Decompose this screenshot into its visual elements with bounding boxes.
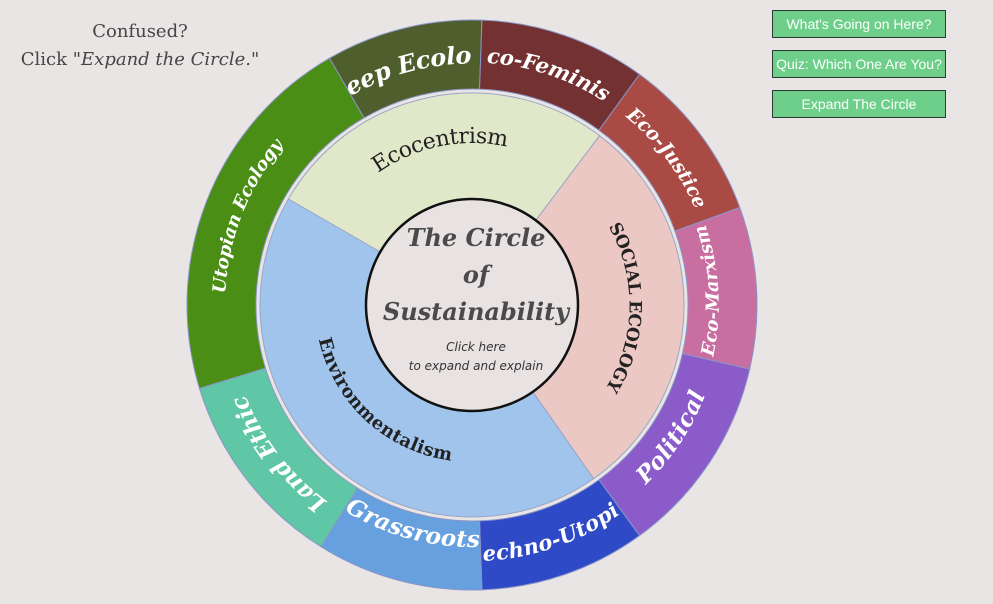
- outer-segment-utopian-ecology[interactable]: [186, 57, 365, 389]
- center-subtitle-line-2: to expand and explain: [409, 359, 543, 373]
- center-title-line-2: of: [463, 260, 493, 289]
- quiz-button[interactable]: Quiz: Which One Are You?: [772, 50, 946, 78]
- whats-going-on-button[interactable]: What's Going on Here?: [772, 10, 946, 38]
- hint-line-1: Confused?: [92, 21, 188, 42]
- expand-circle-button[interactable]: Expand The Circle: [772, 90, 946, 118]
- help-hint: Confused? Click "Expand the Circle.": [10, 18, 270, 74]
- center-disc[interactable]: [364, 197, 580, 413]
- center-subtitle-line-1: Click here: [446, 340, 506, 354]
- center-circle[interactable]: The Circle of Sustainability Click here …: [364, 197, 580, 413]
- hint-prefix: Click: [20, 49, 73, 70]
- center-title-line-1: The Circle: [407, 223, 546, 252]
- hint-line-2: Click "Expand the Circle.": [10, 46, 270, 74]
- center-title-line-3: Sustainability: [383, 297, 571, 326]
- hint-emphasis: "Expand the Circle.": [72, 49, 260, 70]
